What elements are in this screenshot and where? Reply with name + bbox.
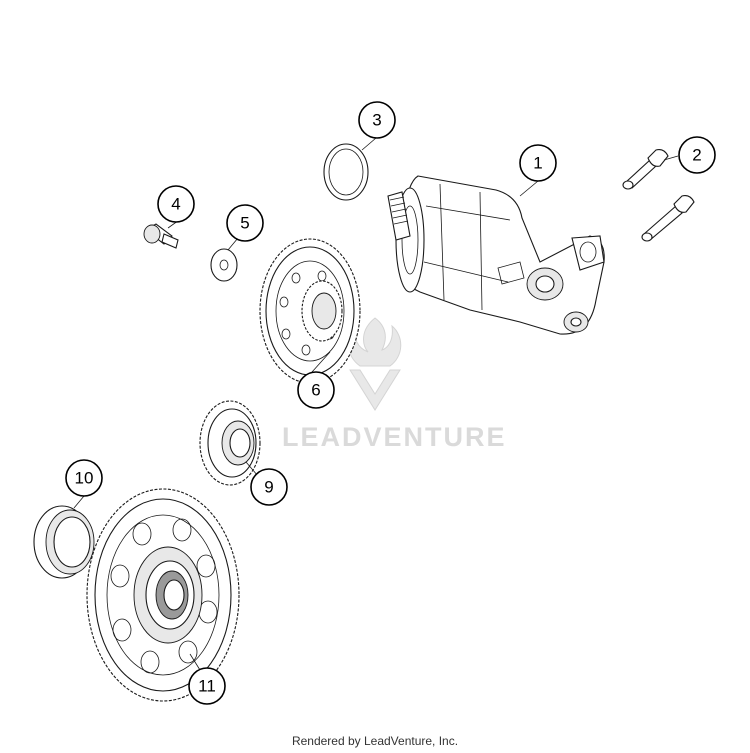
callout-3: 3 — [358, 101, 396, 139]
callout-4: 4 — [157, 185, 195, 223]
callout-10-label: 10 — [75, 469, 94, 488]
callout-9: 9 — [250, 468, 288, 506]
render-credit: Rendered by LeadVenture, Inc. — [291, 734, 459, 748]
callout-9-label: 9 — [264, 478, 273, 497]
small-gear — [199, 400, 261, 486]
callout-11-label: 11 — [198, 677, 216, 696]
seal-ring — [33, 505, 95, 579]
callout-11: 11 — [188, 667, 226, 705]
bolt-lower — [641, 195, 695, 242]
callout-10: 10 — [65, 459, 103, 497]
callout-6: 6 — [297, 371, 335, 409]
callout-6-label: 6 — [311, 381, 320, 400]
starter-motor — [387, 175, 605, 335]
callout-2-label: 2 — [692, 146, 701, 165]
small-bolt — [143, 223, 179, 249]
callout-5: 5 — [226, 204, 264, 242]
idler-gear-assembly — [259, 238, 361, 384]
callout-4-label: 4 — [171, 195, 180, 214]
watermark-logo-v — [349, 369, 401, 411]
callout-3-label: 3 — [372, 111, 381, 130]
watermark-logo-flame — [348, 317, 402, 367]
watermark: LEADVENTURE — [282, 317, 507, 452]
o-ring — [323, 143, 369, 201]
callout-5-label: 5 — [240, 214, 249, 233]
watermark-text: LEADVENTURE — [282, 422, 507, 452]
bolt-upper — [622, 149, 669, 190]
callout-1-label: 1 — [533, 154, 542, 173]
callout-2: 2 — [678, 136, 716, 174]
callout-1: 1 — [519, 144, 557, 182]
freewheel-gear — [86, 488, 240, 702]
washer — [210, 248, 238, 282]
